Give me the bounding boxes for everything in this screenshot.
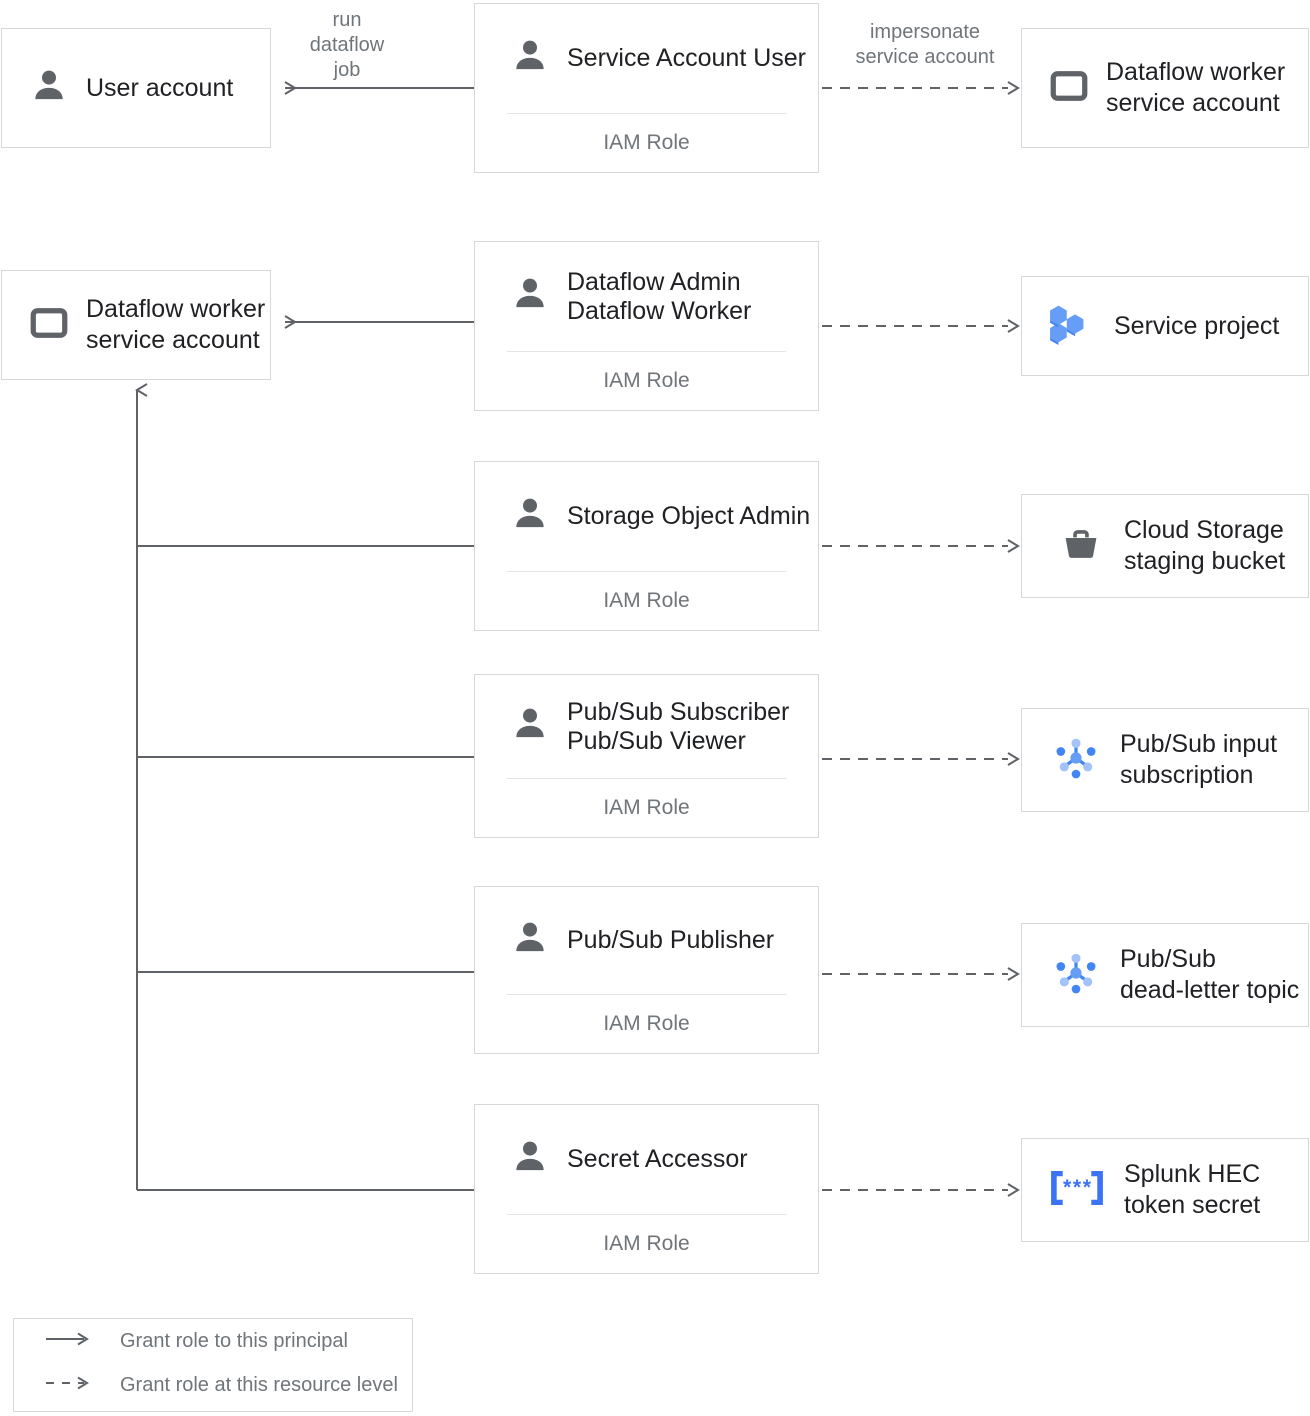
edge-label-run-dataflow-job: run dataflow job	[309, 9, 385, 81]
rolecard-dataflow-admin[interactable]: Dataflow Admin Dataflow Worker IAM Role	[474, 241, 819, 411]
node-cloud-storage-staging-bucket[interactable]: Cloud Storage staging bucket	[1021, 494, 1309, 598]
node-pubsub-dead-letter-topic[interactable]: Pub/Sub dead-letter topic	[1021, 923, 1309, 1027]
person-icon	[509, 35, 551, 82]
rolecard-footer: IAM Role	[603, 589, 690, 612]
rolecard-service-account-user[interactable]: Service Account User IAM Role	[474, 3, 819, 173]
legend: Grant role to this principal Grant role …	[13, 1318, 413, 1412]
legend-item-grant-at-resource-level: Grant role at this resource level	[14, 1363, 412, 1407]
divider	[507, 113, 786, 114]
project-hexagons-icon	[1048, 299, 1098, 354]
node-label: Cloud Storage staging bucket	[1124, 516, 1286, 575]
rolecard-title: Dataflow Admin Dataflow Worker	[567, 267, 752, 325]
dashed-arrow-icon	[46, 1376, 90, 1395]
divider	[507, 571, 786, 572]
person-icon	[509, 1136, 551, 1183]
node-label: Dataflow worker service account	[86, 295, 266, 354]
node-label: Pub/Sub dead-letter topic	[1120, 945, 1300, 1004]
rolecard-pubsub-subscriber[interactable]: Pub/Sub Subscriber Pub/Sub Viewer IAM Ro…	[474, 674, 819, 838]
rolecard-footer: IAM Role	[603, 1012, 690, 1035]
rolecard-title: Secret Accessor	[567, 1145, 748, 1173]
person-icon	[509, 493, 551, 540]
node-label: Pub/Sub input subscription	[1120, 730, 1278, 789]
divider	[507, 778, 786, 779]
node-service-project[interactable]: Service project	[1021, 276, 1309, 376]
node-label: Splunk HEC token secret	[1124, 1160, 1261, 1219]
rolecard-footer: IAM Role	[603, 796, 690, 819]
node-label: Dataflow worker service account	[1106, 58, 1286, 117]
person-icon	[28, 65, 70, 112]
rolecard-title: Storage Object Admin	[567, 502, 811, 530]
node-label: User account	[86, 73, 234, 102]
legend-item-grant-to-principal: Grant role to this principal	[14, 1319, 412, 1363]
divider	[507, 351, 786, 352]
svg-text:*: *	[1063, 1175, 1072, 1199]
divider	[507, 1214, 786, 1215]
node-splunk-hec-token-secret[interactable]: * * * Splunk HEC token secret	[1021, 1138, 1309, 1242]
rolecard-footer: IAM Role	[603, 131, 690, 154]
legend-label: Grant role at this resource level	[120, 1373, 398, 1396]
node-dataflow-worker-service-account-top[interactable]: Dataflow worker service account	[1021, 28, 1309, 148]
rolecard-footer: IAM Role	[603, 1232, 690, 1255]
solid-arrow-icon	[46, 1332, 90, 1351]
rolecard-storage-object-admin[interactable]: Storage Object Admin IAM Role	[474, 461, 819, 631]
svg-text:*: *	[1073, 1175, 1082, 1199]
node-user-account[interactable]: User account	[1, 28, 271, 148]
rolecard-title: Pub/Sub Subscriber Pub/Sub Viewer	[567, 697, 790, 755]
cloud-storage-bucket-icon	[1060, 523, 1102, 570]
edge-label-impersonate-service-account: impersonate service account	[855, 21, 995, 68]
rolecard-footer: IAM Role	[603, 369, 690, 392]
rolecard-title: Pub/Sub Publisher	[567, 926, 775, 954]
service-account-icon	[1048, 65, 1090, 112]
divider	[507, 994, 786, 995]
person-icon	[509, 273, 551, 320]
node-pubsub-input-subscription[interactable]: Pub/Sub input subscription	[1021, 708, 1309, 812]
person-icon	[509, 703, 551, 750]
node-dataflow-worker-service-account-shared[interactable]: Dataflow worker service account	[1, 270, 271, 380]
secret-manager-icon: * * *	[1048, 1165, 1106, 1216]
service-account-icon	[28, 302, 70, 349]
rolecard-title: Service Account User	[567, 44, 806, 72]
node-label: Service project	[1114, 311, 1280, 340]
rolecard-pubsub-publisher[interactable]: Pub/Sub Publisher IAM Role	[474, 886, 819, 1054]
person-icon	[509, 917, 551, 964]
legend-label: Grant role to this principal	[120, 1329, 348, 1352]
pubsub-icon	[1050, 947, 1102, 1004]
rolecard-secret-accessor[interactable]: Secret Accessor IAM Role	[474, 1104, 819, 1274]
svg-text:*: *	[1083, 1175, 1092, 1199]
pubsub-icon	[1050, 732, 1102, 789]
